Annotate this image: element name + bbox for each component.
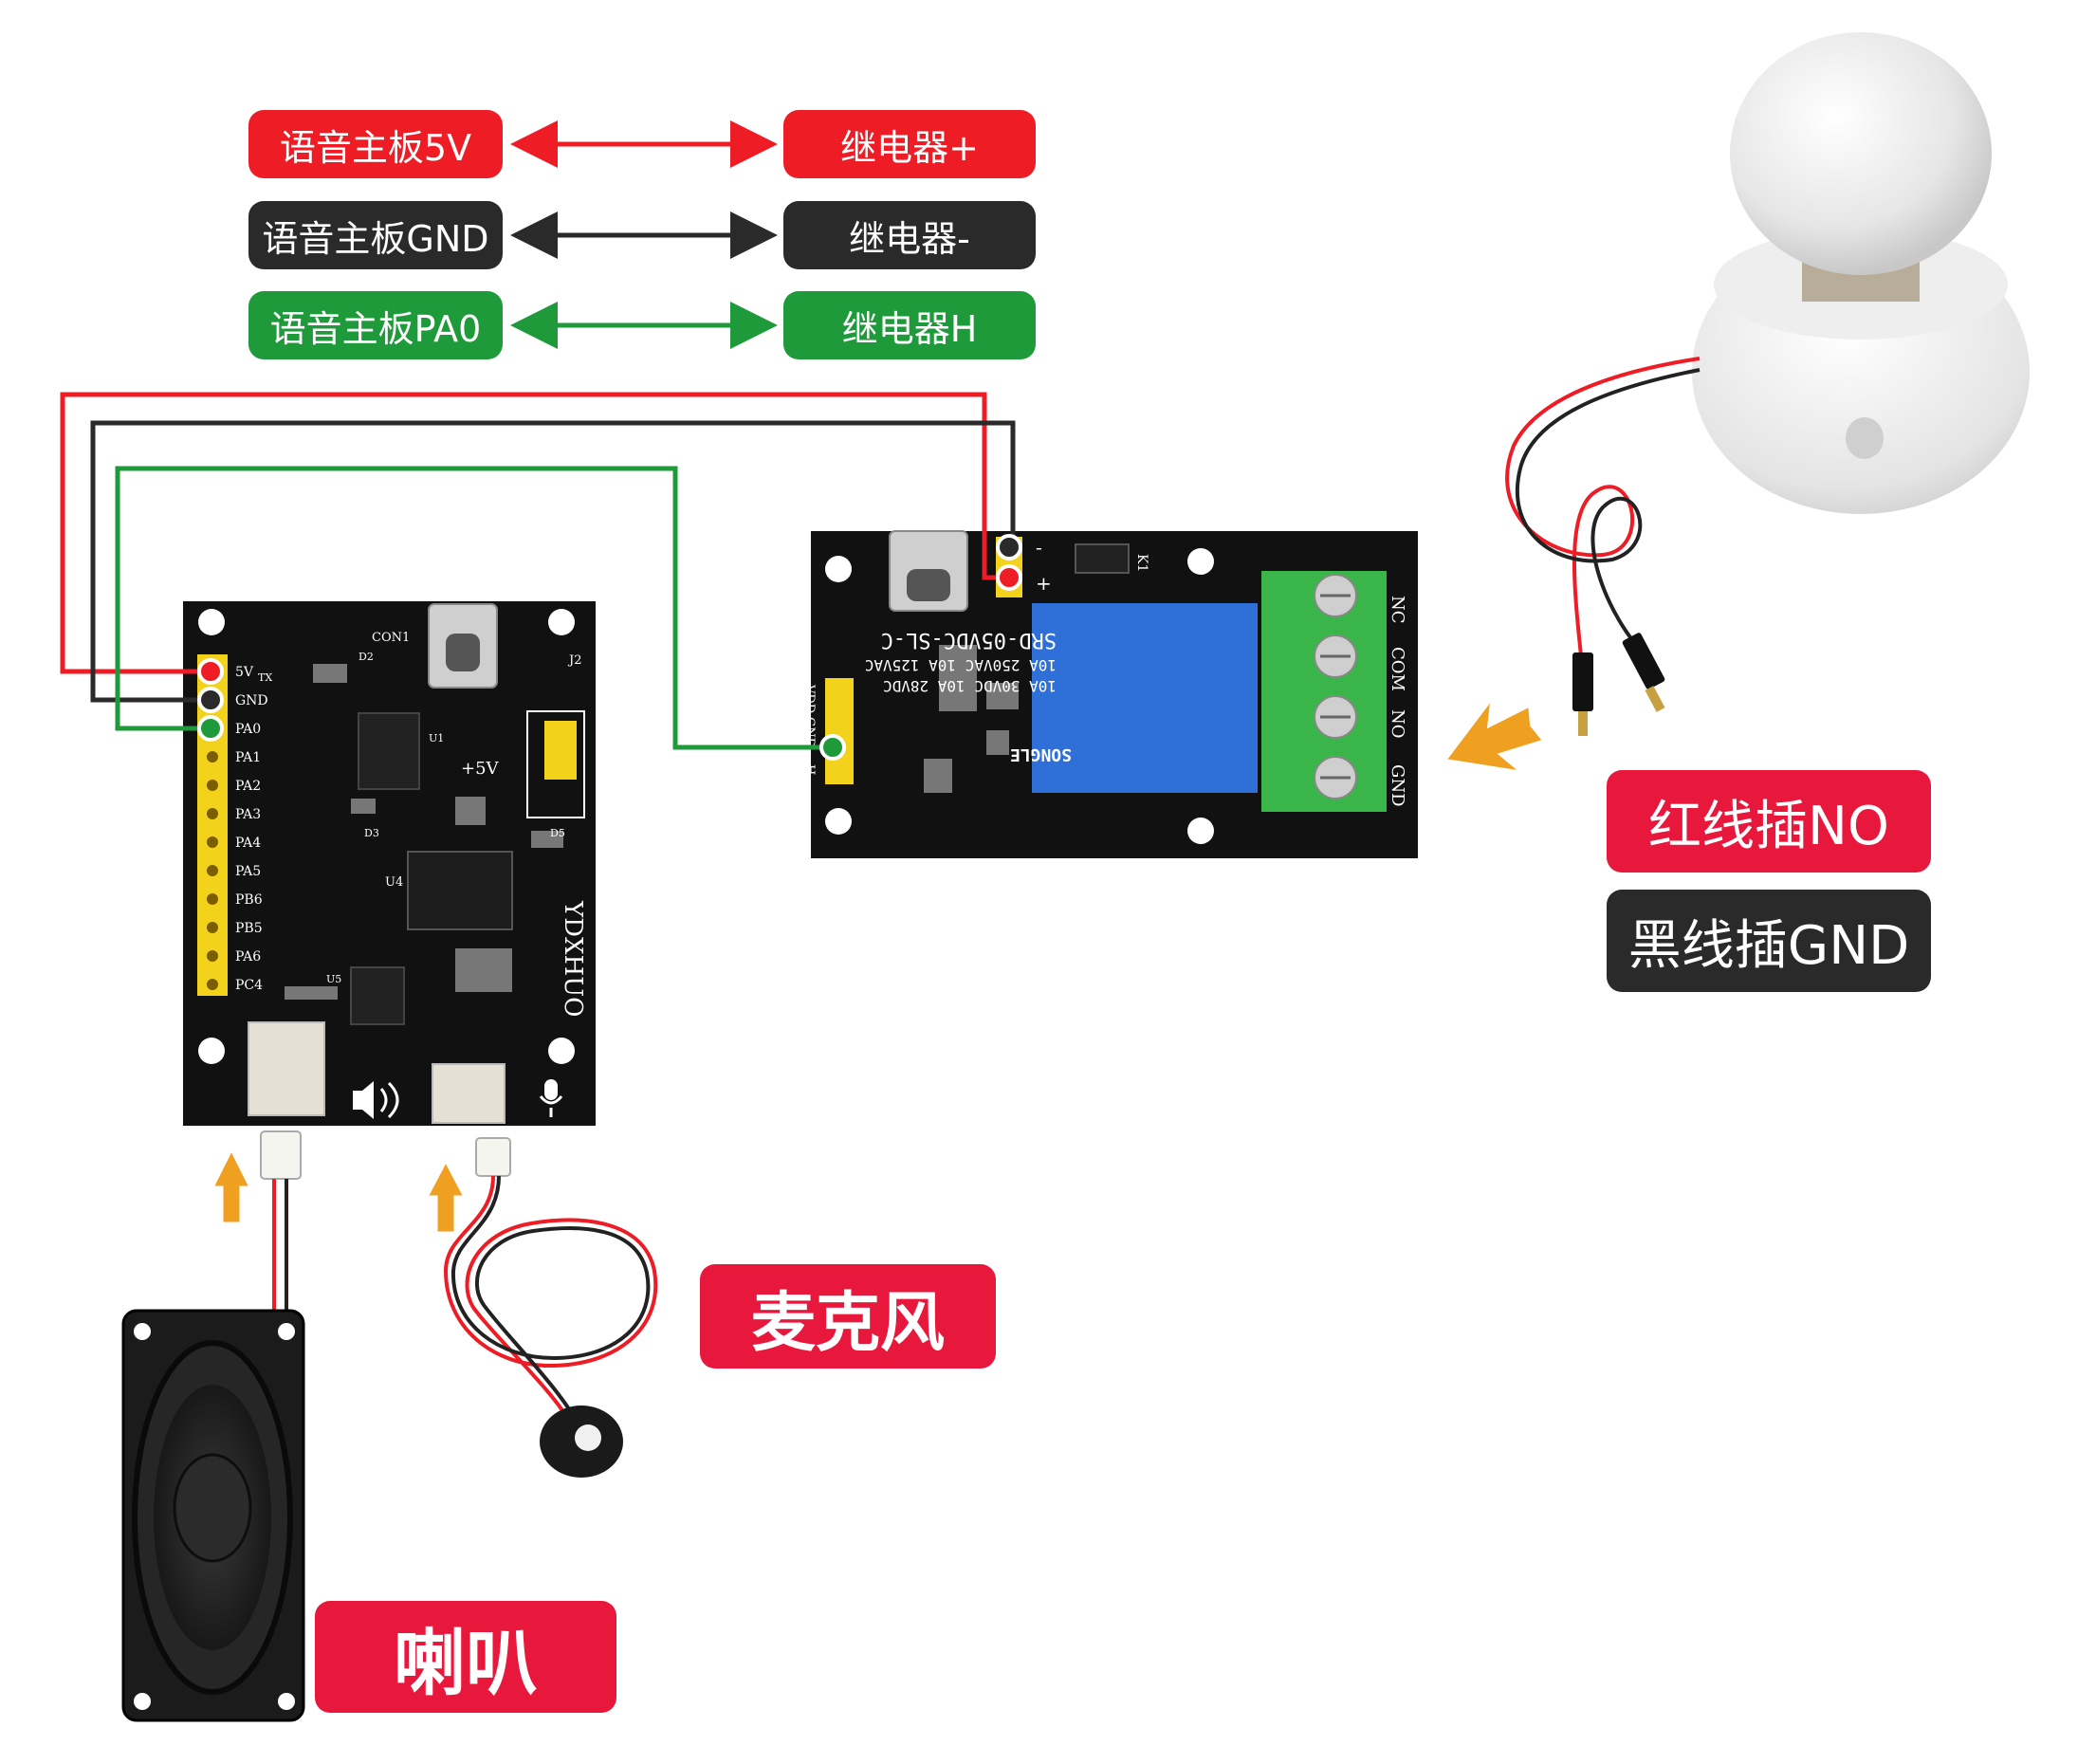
arrow-up-icon xyxy=(210,1146,253,1225)
marking-5v: +5V xyxy=(461,759,500,779)
arrow-left-icon xyxy=(1443,693,1547,775)
mic-capsule xyxy=(540,1406,623,1478)
header-label-h: H xyxy=(802,764,817,775)
relay-terminal-labels: NC COM NO GND xyxy=(1388,596,1407,807)
pin-markers xyxy=(197,534,1022,761)
pin-label-8: PB6 xyxy=(235,892,263,908)
pin-label-0: 5V xyxy=(235,665,254,680)
legend-to-relay-minus: 继电器- xyxy=(783,201,1036,269)
marking-u4: U4 xyxy=(385,875,403,890)
mic-wires xyxy=(443,1175,658,1442)
marking-d2: D2 xyxy=(359,651,374,663)
legend-to-relay-h: 继电器H xyxy=(783,291,1036,359)
power-mark-plus: + xyxy=(1036,572,1052,595)
relay-rating-text-1: 10A 250VAC 10A 125VAC xyxy=(865,656,1057,674)
header-label-vdd: VDD xyxy=(802,684,817,713)
relay-brand-text: SONGLE xyxy=(1010,744,1072,764)
relay-text: SRD-05VDC-SL-C 10A 250VAC 10A 125VAC 10A… xyxy=(865,628,1072,764)
pin-label-9: PB5 xyxy=(235,921,263,936)
terminal-label-no: NO xyxy=(1388,709,1407,739)
mic-icon xyxy=(539,1079,563,1117)
marking-d5: D5 xyxy=(550,827,565,839)
voice-pin-labels: 5V GND PA0 PA1 PA2 PA3 PA4 PA5 PB6 PB5 P… xyxy=(235,631,587,1017)
pin-label-1: GND xyxy=(235,693,268,708)
pin-label-6: PA4 xyxy=(235,836,261,851)
legend-to-relay-plus: 继电器+ xyxy=(783,110,1036,178)
lamp-red-wire-label: 红线插NO xyxy=(1607,770,1931,873)
speaker-icon xyxy=(353,1081,399,1119)
terminal-label-nc: NC xyxy=(1388,596,1407,624)
wire-red xyxy=(60,392,1007,674)
relay-board xyxy=(811,530,1418,858)
legend-from-gnd: 语音主板GND xyxy=(248,201,503,269)
pin-label-3: PA1 xyxy=(235,750,261,765)
pin-label-7: PA5 xyxy=(235,864,261,879)
pin-label-5: PA3 xyxy=(235,807,261,822)
wire-green xyxy=(115,466,833,750)
lamp-black-wire-label: 黑线插GND xyxy=(1607,890,1931,992)
microphone-label: 麦克风 xyxy=(700,1264,996,1369)
relay-header-labels: VDD GND H - + K1 xyxy=(802,536,1149,775)
relay-rating-text-2: 10A 30VDC 10A 28VDC xyxy=(883,677,1057,695)
pin-label-2: PA0 xyxy=(235,722,261,737)
light-bulb-icon xyxy=(1692,32,2030,514)
relay-id-text: K1 xyxy=(1134,554,1149,572)
legend-from-pa0: 语音主板PA0 xyxy=(248,291,503,359)
legend-from-5v: 语音主板5V xyxy=(248,110,503,178)
speaker-label: 喇叭 xyxy=(315,1601,616,1713)
marking-j2: J2 xyxy=(567,653,581,668)
terminal-label-gnd: GND xyxy=(1388,764,1407,807)
mic-connector xyxy=(475,1137,511,1177)
lamp-wires xyxy=(1505,357,1701,684)
speaker-connector xyxy=(260,1130,302,1311)
usb-c-port-icon xyxy=(428,603,498,689)
pin-label-10: PA6 xyxy=(235,949,261,965)
header-label-gnd: GND xyxy=(802,717,817,747)
pin-label-11: PC4 xyxy=(235,978,263,993)
relay-model-text: SRD-05VDC-SL-C xyxy=(881,628,1057,652)
usb-c-port-icon xyxy=(889,530,968,612)
marking-u1: U1 xyxy=(429,732,444,744)
brand-text: YDXHUO xyxy=(559,900,587,1017)
marking-tx: TX xyxy=(258,671,272,684)
lamp-wire-pins xyxy=(1572,633,1665,736)
marking-d3: D3 xyxy=(364,827,379,839)
arrow-up-icon xyxy=(424,1157,468,1235)
speaker-body xyxy=(121,1309,305,1722)
pin-label-4: PA2 xyxy=(235,779,261,794)
power-mark-minus: - xyxy=(1036,536,1042,559)
voice-board xyxy=(183,601,596,1126)
marking-u5: U5 xyxy=(326,973,341,985)
terminal-label-com: COM xyxy=(1388,647,1407,691)
marking-con1: CON1 xyxy=(372,631,410,645)
wire-black xyxy=(90,420,1016,703)
